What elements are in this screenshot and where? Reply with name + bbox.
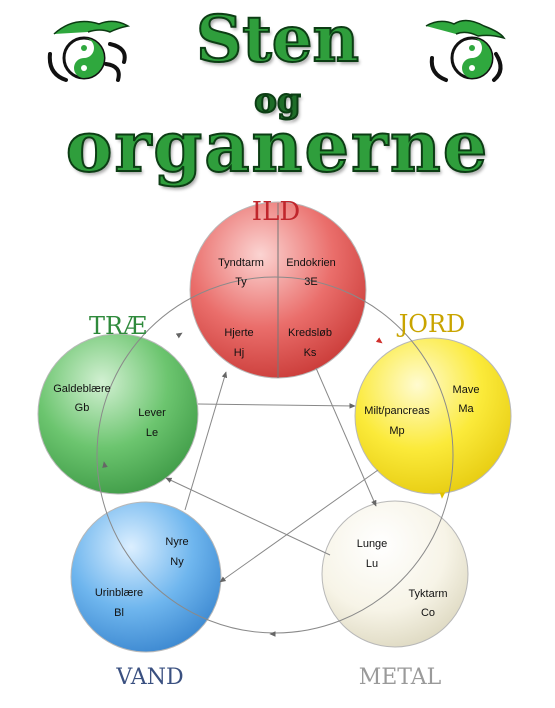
organ-name: Lunge	[357, 538, 388, 550]
organ-abbr: Ks	[304, 347, 317, 359]
organ-abbr: Co	[421, 607, 435, 619]
organ-name: Lever	[138, 407, 166, 419]
organ-abbr: Le	[146, 427, 158, 439]
title-organerne: organerne	[65, 105, 490, 188]
organ-abbr: Ny	[170, 556, 184, 568]
earth-circle	[354, 337, 512, 495]
organ-name: Nyre	[165, 536, 188, 548]
organ-abbr: Ty	[235, 276, 247, 288]
wood-circle	[37, 333, 199, 495]
control-arrow-earth-water	[219, 469, 379, 583]
organ-abbr: Ma	[458, 403, 474, 415]
title-sten: Sten	[195, 2, 360, 77]
organ-name: Endokrien	[286, 257, 336, 269]
wood-label: TRÆ	[89, 312, 147, 340]
title-og: og	[253, 81, 301, 121]
organ-name: Tyndtarm	[218, 257, 264, 269]
dragon-yin-yang-logo-left	[47, 20, 131, 82]
metal-circle	[321, 500, 469, 648]
control-arrow-wood-earth	[197, 403, 356, 409]
organ-abbr: Bl	[114, 607, 124, 619]
organ-abbr: 3E	[304, 276, 317, 288]
water-label: VAND	[115, 665, 183, 690]
control-arrow-water-fire	[184, 371, 228, 511]
organ-name: Urinblære	[95, 587, 143, 599]
earth-label: JORD	[396, 310, 466, 338]
control-arrow-metal-wood	[165, 477, 331, 556]
fire-label: ILD	[252, 197, 300, 227]
organ-name: Milt/pancreas	[364, 405, 430, 417]
organ-name: Mave	[453, 384, 480, 396]
dragon-yin-yang-logo-right	[425, 19, 506, 82]
control-arrow-fire-metal	[315, 367, 377, 507]
organ-abbr: Mp	[389, 425, 404, 437]
organ-abbr: Lu	[366, 558, 378, 570]
organ-name: Hjerte	[224, 327, 253, 339]
organ-name: Galdeblære	[53, 383, 110, 395]
organ-abbr: Hj	[234, 347, 244, 359]
organ-name: Tyktarm	[408, 588, 447, 600]
metal-label: METAL	[359, 665, 442, 690]
organ-name: Kredsløb	[288, 327, 332, 339]
organ-abbr: Gb	[75, 402, 90, 414]
